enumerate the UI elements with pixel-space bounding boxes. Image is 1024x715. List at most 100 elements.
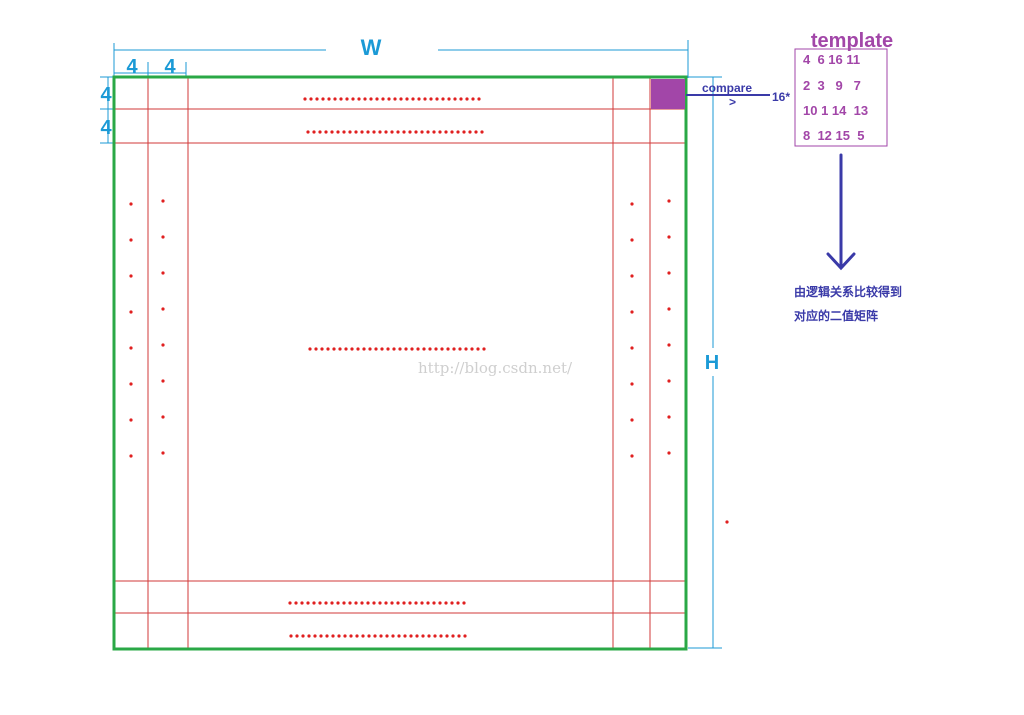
dot xyxy=(667,199,671,203)
dot xyxy=(450,130,454,134)
dot xyxy=(630,202,634,206)
dot xyxy=(318,601,322,605)
dot xyxy=(408,130,412,134)
dot xyxy=(441,97,445,101)
dot xyxy=(462,130,466,134)
dot xyxy=(303,97,307,101)
dot xyxy=(725,520,729,524)
template-title: template xyxy=(811,30,893,52)
dot xyxy=(480,130,484,134)
dot xyxy=(342,130,346,134)
dot xyxy=(402,130,406,134)
dot xyxy=(391,634,395,638)
width-dimension xyxy=(113,40,689,78)
dot xyxy=(295,634,299,638)
dot xyxy=(309,97,313,101)
dot xyxy=(326,347,330,351)
dot xyxy=(411,97,415,101)
dot xyxy=(348,601,352,605)
dot xyxy=(342,601,346,605)
dot xyxy=(415,634,419,638)
dot xyxy=(414,130,418,134)
dot xyxy=(453,97,457,101)
dot xyxy=(468,130,472,134)
height-dimension xyxy=(688,76,722,649)
dot xyxy=(161,415,165,419)
dot xyxy=(366,130,370,134)
dot xyxy=(440,347,444,351)
dot xyxy=(630,238,634,242)
dot xyxy=(444,601,448,605)
dot xyxy=(477,97,481,101)
dot xyxy=(327,97,331,101)
dot xyxy=(372,130,376,134)
dot xyxy=(390,130,394,134)
dot xyxy=(465,97,469,101)
dot xyxy=(372,601,376,605)
dot xyxy=(362,347,366,351)
dot xyxy=(312,601,316,605)
dot xyxy=(338,347,342,351)
dot xyxy=(432,130,436,134)
dot xyxy=(444,130,448,134)
dot xyxy=(161,271,165,275)
dot xyxy=(315,97,319,101)
dot xyxy=(405,97,409,101)
block-col-1-label: 4 xyxy=(126,56,138,78)
dot xyxy=(378,130,382,134)
dot xyxy=(667,379,671,383)
dot xyxy=(308,347,312,351)
dot xyxy=(439,634,443,638)
dot xyxy=(331,634,335,638)
dot xyxy=(464,347,468,351)
dot xyxy=(348,130,352,134)
down-arrow xyxy=(826,153,856,271)
dot xyxy=(422,347,426,351)
dot xyxy=(354,601,358,605)
block-row-2-label: 4 xyxy=(100,117,112,139)
dot xyxy=(321,97,325,101)
dot xyxy=(433,634,437,638)
dot xyxy=(129,454,133,458)
dot xyxy=(414,601,418,605)
dot xyxy=(354,130,358,134)
dot xyxy=(452,347,456,351)
dot xyxy=(361,634,365,638)
dot xyxy=(396,130,400,134)
dot xyxy=(438,601,442,605)
dot xyxy=(313,634,317,638)
dot xyxy=(404,347,408,351)
dot xyxy=(351,97,355,101)
template-row: 4 6 16 11 xyxy=(803,52,860,67)
dot xyxy=(667,271,671,275)
dot xyxy=(409,634,413,638)
result-note-line-2: 对应的二值矩阵 xyxy=(794,308,878,323)
dot xyxy=(345,97,349,101)
dot xyxy=(630,310,634,314)
dot xyxy=(318,130,322,134)
dot xyxy=(319,634,323,638)
dot xyxy=(161,451,165,455)
dot xyxy=(482,347,486,351)
dot xyxy=(381,97,385,101)
dot xyxy=(344,347,348,351)
dot xyxy=(161,343,165,347)
dot xyxy=(630,346,634,350)
result-note-line-1: 由逻辑关系比较得到 xyxy=(794,284,902,299)
dot xyxy=(445,634,449,638)
dot xyxy=(336,601,340,605)
block-grid-lines xyxy=(114,77,686,649)
dot xyxy=(474,130,478,134)
dot xyxy=(300,601,304,605)
template-row: 2 3 9 7 xyxy=(803,78,861,93)
dot xyxy=(384,601,388,605)
dot xyxy=(324,601,328,605)
dot xyxy=(630,454,634,458)
dot xyxy=(471,97,475,101)
dot xyxy=(630,382,634,386)
dot xyxy=(288,601,292,605)
dot xyxy=(435,97,439,101)
dot xyxy=(462,601,466,605)
width-label: W xyxy=(361,35,382,60)
